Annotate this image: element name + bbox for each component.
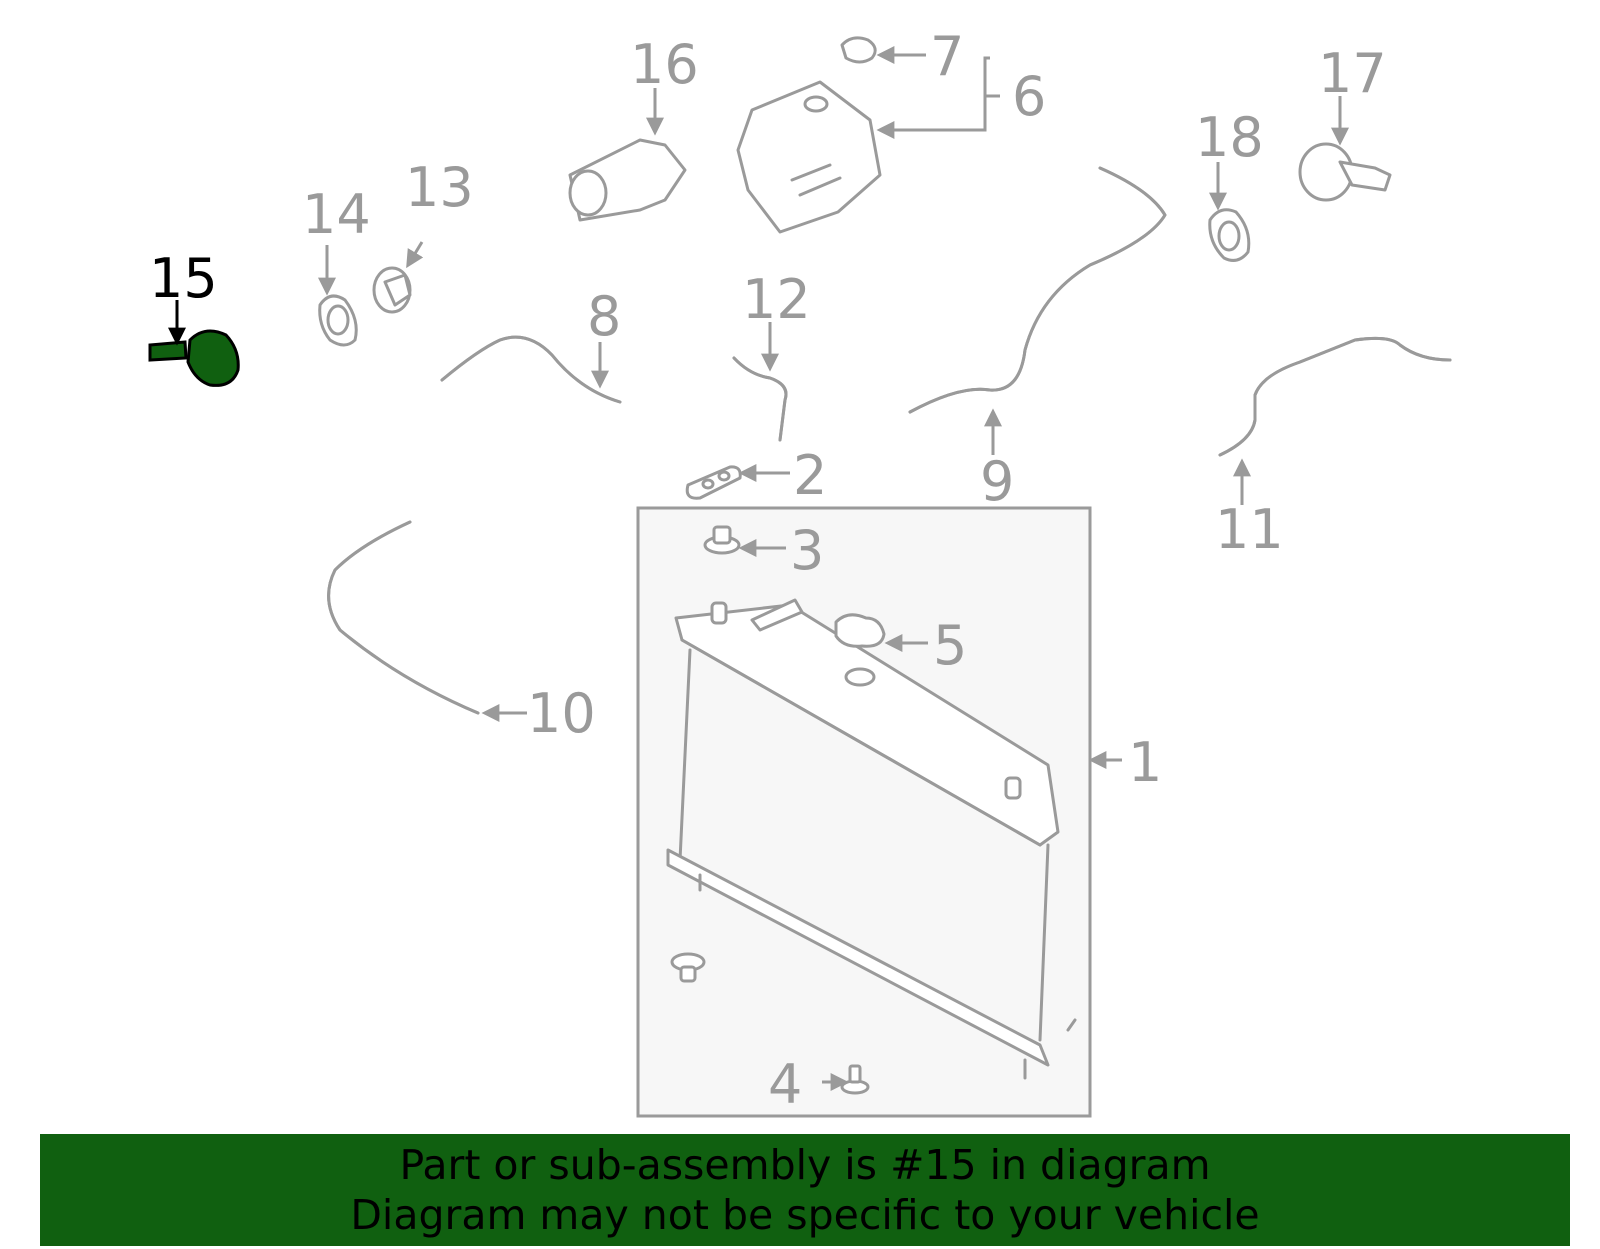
part-16-housing[interactable] [568,138,687,222]
part-14-gasket[interactable] [318,294,358,347]
part-13-thermostat[interactable] [372,266,412,314]
callout-9: 9 [980,450,1014,513]
callout-18: 18 [1195,106,1264,169]
callout-6: 6 [1012,65,1046,128]
callout-3: 3 [790,519,824,582]
lower-bracket [670,952,706,983]
part-2-gasket[interactable] [685,465,742,500]
callout-16: 16 [630,33,699,96]
callout-12: 12 [742,268,811,331]
part-11-pipe-inner [1218,336,1452,457]
callout-10: 10 [527,682,596,745]
part-5-radiator-cap[interactable] [834,613,886,648]
part-15-water-outlet[interactable] [148,329,240,387]
part-17-cover[interactable] [1298,142,1392,202]
part-12-hose-inner [732,356,788,442]
part-9-hose[interactable] [908,166,1167,414]
callout-15: 15 [149,247,218,310]
radiator[interactable] [666,598,1077,1080]
info-banner: Part or sub-assembly is #15 in diagram D… [40,1134,1570,1246]
callout-1: 1 [1128,731,1162,794]
callout-14: 14 [302,183,371,246]
part-18-gasket[interactable] [1208,208,1251,262]
callout-4: 4 [768,1053,802,1116]
part-10-hose[interactable] [327,520,480,715]
part-12-hose[interactable] [732,356,788,442]
callout-7: 7 [930,25,964,88]
callout-13: 13 [405,156,474,219]
banner-line-1: Part or sub-assembly is #15 in diagram [399,1141,1211,1189]
callout-2: 2 [793,444,827,507]
part-8-hose-inner [440,335,622,404]
banner-line-2: Diagram may not be specific to your vehi… [350,1191,1260,1239]
part-6-reservoir-tank[interactable] [736,80,882,234]
callout-arrows [318,46,1349,1091]
part-9-hose-inner [908,166,1167,414]
part-10-hose-inner [327,520,480,715]
part-7-reservoir-cap[interactable] [840,36,877,64]
callout-17: 17 [1318,42,1387,105]
callout-11: 11 [1215,498,1284,561]
callout-5: 5 [933,614,967,677]
callout-8: 8 [587,285,621,348]
